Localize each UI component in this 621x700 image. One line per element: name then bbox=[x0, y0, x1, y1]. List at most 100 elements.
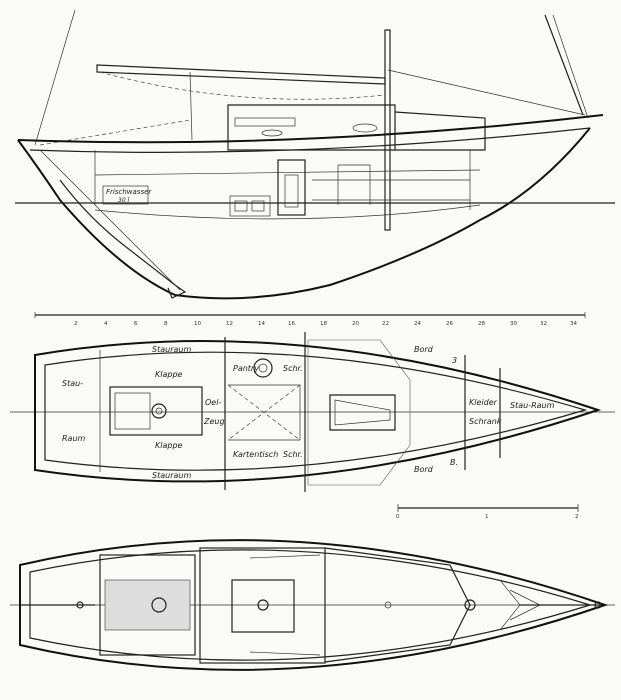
drawer-1 bbox=[234, 200, 248, 212]
scale-tick: 14 bbox=[258, 321, 265, 327]
hull bbox=[17, 127, 591, 300]
sink-drain bbox=[258, 363, 268, 373]
keel bbox=[59, 179, 187, 299]
deck-plan bbox=[10, 539, 615, 671]
vent bbox=[384, 601, 392, 609]
forestay bbox=[552, 14, 589, 119]
inner-hull-line bbox=[94, 204, 481, 220]
saloon-table bbox=[329, 394, 396, 431]
drawer-2 bbox=[251, 200, 265, 212]
boom-support bbox=[189, 71, 193, 141]
scale-tick: 34 bbox=[570, 321, 577, 327]
schrank-label: Schrank bbox=[469, 417, 502, 426]
foredeck-trunk bbox=[394, 111, 486, 151]
deck-hull-outline bbox=[19, 539, 609, 671]
klappe-top: Klappe bbox=[155, 370, 183, 379]
boom bbox=[96, 64, 386, 85]
main-scale: 2 4 6 8 10 12 14 16 18 20 22 24 26 28 30… bbox=[34, 312, 586, 327]
stauraum-bottom: Stauraum bbox=[152, 471, 191, 480]
small-scale: 0 1 2 bbox=[396, 504, 579, 520]
kleider-label: Kleider bbox=[469, 398, 498, 407]
cockpit-hatch bbox=[114, 392, 151, 430]
scale-tick: 10 bbox=[194, 321, 201, 327]
accommodation-plan: Stauraum Stauraum Stau- Raum Klappe Klap… bbox=[10, 332, 615, 492]
scale-tick: 22 bbox=[382, 321, 389, 327]
scale-tick: 6 bbox=[134, 321, 138, 327]
mizzen-outline bbox=[39, 119, 191, 146]
diag-2 bbox=[227, 384, 301, 441]
stau-raum-bow: Stau-Raum bbox=[510, 401, 555, 410]
sink bbox=[253, 358, 273, 378]
side-elevation: Frischwasser 30 l bbox=[15, 9, 615, 300]
scale-tick: 18 bbox=[320, 321, 327, 327]
foredeck bbox=[324, 547, 471, 663]
small-scale-tick: 2 bbox=[575, 514, 579, 520]
freshwater-label: Frischwasser bbox=[106, 188, 152, 196]
saloon-sole bbox=[307, 339, 411, 486]
bow-fitting bbox=[594, 601, 602, 609]
deck-line bbox=[29, 127, 591, 153]
scale-tick: 32 bbox=[540, 321, 547, 327]
scale-tick: 12 bbox=[226, 321, 233, 327]
scale-tick: 26 bbox=[446, 321, 453, 327]
oel-label: Oel- bbox=[205, 398, 221, 407]
companionway-door bbox=[277, 159, 306, 216]
cockpit-drain-inner bbox=[155, 407, 163, 415]
bord-top: Bord bbox=[414, 345, 434, 354]
scale-tick: 20 bbox=[352, 321, 359, 327]
inner-outline bbox=[44, 351, 588, 471]
stau-label: Stau- bbox=[62, 379, 83, 388]
schr-bottom: Schr. bbox=[283, 450, 303, 459]
zeug-label: Zeug bbox=[203, 417, 225, 426]
raum-label: Raum bbox=[62, 434, 86, 443]
pantry-label: Pantry bbox=[233, 364, 259, 373]
track-port bbox=[249, 554, 321, 559]
sail-outline bbox=[99, 71, 386, 100]
jib-stay bbox=[387, 69, 586, 116]
companionway bbox=[228, 384, 301, 441]
porthole-1 bbox=[261, 129, 283, 137]
marker-top: 3 bbox=[452, 356, 457, 365]
bowsprit-stay bbox=[544, 14, 584, 116]
mast bbox=[384, 29, 391, 231]
portlight-row bbox=[234, 117, 296, 127]
mast-step bbox=[257, 599, 269, 611]
coachroof bbox=[199, 547, 326, 664]
cockpit-drain bbox=[151, 403, 167, 419]
cabin-trunk bbox=[227, 104, 396, 151]
main-hatch bbox=[231, 579, 295, 633]
stern-fitting bbox=[76, 601, 84, 609]
cockpit-grating bbox=[99, 554, 196, 656]
porthole-2 bbox=[352, 123, 378, 133]
cockpit-well bbox=[109, 386, 203, 436]
klappe-bottom: Klappe bbox=[155, 441, 183, 450]
scale-tick: 2 bbox=[74, 321, 78, 327]
hull-outline bbox=[34, 340, 602, 483]
backstay bbox=[34, 9, 76, 146]
grating-area bbox=[104, 579, 191, 631]
sole-line bbox=[94, 169, 481, 176]
stauraum-top: Stauraum bbox=[152, 345, 191, 354]
freshwater-volume: 30 l bbox=[118, 197, 130, 204]
sheer-line bbox=[17, 114, 604, 144]
small-scale-tick: 1 bbox=[485, 514, 489, 520]
deck-winch bbox=[151, 597, 167, 613]
forehatch bbox=[464, 599, 476, 611]
scale-tick: 24 bbox=[414, 321, 421, 327]
rudder-stock bbox=[39, 149, 181, 291]
schr-top: Schr. bbox=[283, 364, 303, 373]
table-leaf bbox=[334, 399, 391, 426]
scale-tick: 4 bbox=[104, 321, 108, 327]
scale-tick: 8 bbox=[164, 321, 168, 327]
table bbox=[337, 164, 371, 205]
kartentisch-label: Kartentisch bbox=[233, 450, 278, 459]
scale-ticks bbox=[34, 312, 586, 318]
track-starboard bbox=[249, 651, 321, 656]
bord-bottom: Bord bbox=[414, 465, 434, 474]
freshwater-tank bbox=[102, 185, 149, 205]
scale-tick: 28 bbox=[478, 321, 485, 327]
door-panel bbox=[284, 174, 299, 208]
drawers bbox=[229, 195, 271, 217]
scale-tick: 16 bbox=[288, 321, 295, 327]
